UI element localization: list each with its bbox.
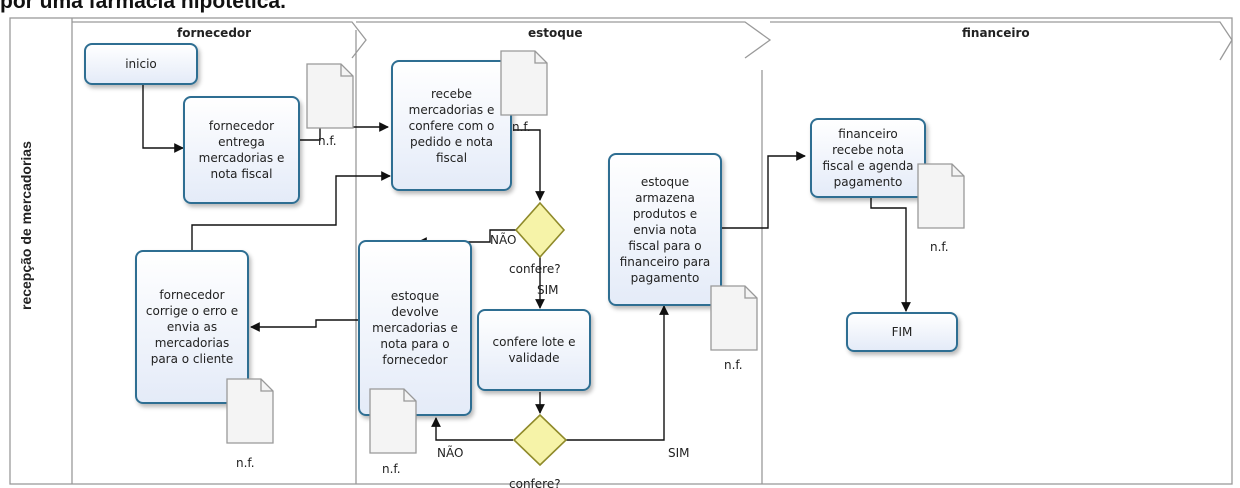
flow-inicio-to-entrega bbox=[142, 85, 184, 153]
pool-frame bbox=[9, 17, 1233, 485]
lane-header-fornecedor: fornecedor bbox=[177, 26, 252, 40]
document-icon bbox=[917, 163, 965, 229]
gateway-confere-2 bbox=[512, 413, 568, 467]
flow-armazena-to-financeiro bbox=[721, 151, 806, 229]
document-icon bbox=[710, 285, 758, 351]
document-icon bbox=[306, 63, 354, 129]
document-label: n.f. bbox=[512, 120, 531, 134]
node-estoque-armazena: estoque armazena produtos e envia nota f… bbox=[608, 153, 722, 306]
document-icon bbox=[500, 50, 548, 116]
flow-label-sim: SIM bbox=[537, 283, 559, 297]
node-confere-lote: confere lote e validade bbox=[477, 309, 591, 391]
node-fornecedor-entrega: fornecedor entrega mercadorias e nota fi… bbox=[183, 96, 300, 204]
flow-recebe-to-gateway1 bbox=[513, 129, 545, 201]
node-fornecedor-corrige: fornecedor corrige o erro e envia as mer… bbox=[135, 250, 249, 404]
node-financeiro-recebe: financeiro recebe nota fiscal e agenda p… bbox=[810, 118, 926, 198]
document-label: n.f. bbox=[724, 358, 743, 372]
document-icon bbox=[369, 388, 417, 454]
node-fim: FIM bbox=[846, 312, 958, 352]
flow-corrige-to-recebe bbox=[191, 171, 391, 250]
flow-devolve-to-corrige bbox=[250, 319, 360, 332]
flow-label-sim: SIM bbox=[668, 446, 690, 460]
flow-label-nao: NÃO bbox=[490, 233, 517, 247]
flow-financeiro-to-fim bbox=[870, 198, 911, 312]
document-icon bbox=[226, 378, 274, 444]
page-title: por uma farmácia hipotética. bbox=[0, 0, 286, 13]
node-recebe-mercadorias: recebe mercadorias e confere com o pedid… bbox=[391, 60, 512, 191]
gateway-confere-1 bbox=[514, 201, 566, 259]
gateway-label: confere? bbox=[509, 477, 561, 488]
document-label: n.f. bbox=[930, 240, 949, 254]
flow-gateway2-sim-to-armazena bbox=[566, 305, 669, 441]
flow-label-nao: NÃO bbox=[437, 446, 464, 460]
flow-entrega-to-recebe bbox=[300, 122, 389, 141]
document-label: n.f. bbox=[382, 462, 401, 476]
document-label: n.f. bbox=[318, 134, 337, 148]
document-label: n.f. bbox=[236, 456, 255, 470]
node-inicio: inicio bbox=[84, 43, 198, 85]
lane-header-estoque: estoque bbox=[528, 26, 583, 40]
pool-label: recepção de mercadorias bbox=[18, 141, 34, 310]
lane-header-financeiro: financeiro bbox=[962, 26, 1030, 40]
gateway-label: confere? bbox=[509, 262, 561, 276]
flow-gateway2-nao-to-devolve bbox=[431, 417, 513, 441]
node-estoque-devolve: estoque devolve mercadorias e nota para … bbox=[358, 240, 472, 416]
